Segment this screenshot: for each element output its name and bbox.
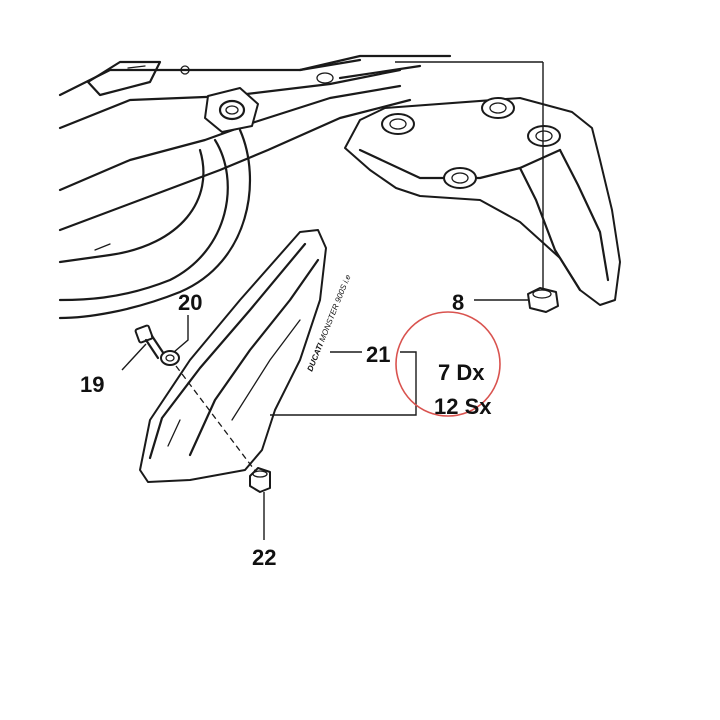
callout-7-dx: 7 Dx <box>438 360 485 385</box>
callout-8: 8 <box>452 290 464 315</box>
leader-lines <box>121 61 544 540</box>
highlight-circle <box>395 311 501 417</box>
nut-22 <box>249 467 271 493</box>
cover-logo-brand: DUCATI <box>306 341 326 373</box>
washer-20 <box>160 350 180 366</box>
rear-bracket <box>344 97 621 306</box>
callout-21: 21 <box>366 342 390 367</box>
screw-19 <box>134 324 166 360</box>
callout-20: 20 <box>178 290 202 315</box>
frame-assembly <box>58 54 452 320</box>
callout-22: 22 <box>252 545 276 570</box>
nut-8 <box>527 287 559 313</box>
callout-12-sx: 12 Sx <box>434 394 492 419</box>
callout-19: 19 <box>80 372 104 397</box>
